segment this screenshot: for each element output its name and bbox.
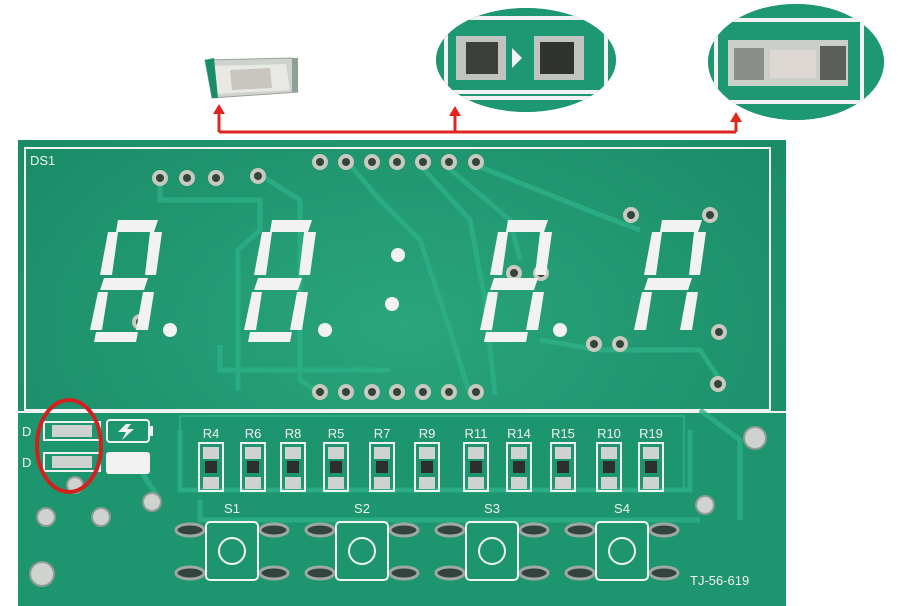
- header-holes-top: [132, 154, 727, 400]
- red-circle-highlight: [35, 398, 103, 494]
- resistor-6: R11: [463, 426, 489, 492]
- resistor-label: R10: [597, 426, 621, 441]
- resistor-label: R5: [328, 426, 345, 441]
- callout-arrowheads: [213, 104, 742, 122]
- resistor-label: R8: [285, 426, 302, 441]
- soldered-led-closeup: [708, 4, 884, 120]
- smd-led-component: [204, 57, 299, 99]
- resistor-label: R14: [507, 426, 531, 441]
- led-label-1: D: [22, 424, 31, 439]
- switch-3: S3: [434, 501, 550, 581]
- resistor-0: R4: [198, 426, 224, 492]
- battery-bolt-icon: [106, 419, 153, 443]
- resistor-label: R11: [465, 426, 488, 441]
- resistor-label: R6: [245, 426, 262, 441]
- resistor-9: R10: [596, 426, 622, 492]
- led-label-2: D: [22, 455, 31, 470]
- resistor-label: R7: [374, 426, 391, 441]
- led-footprints: [35, 398, 153, 494]
- switch-label: S4: [614, 501, 630, 516]
- switch-1: S1: [174, 501, 290, 581]
- resistor-7: R14: [506, 426, 532, 492]
- resistor-label: R19: [639, 426, 663, 441]
- resistor-3: R5: [323, 426, 349, 492]
- switch-label: S2: [354, 501, 370, 516]
- footprint-closeup-1: [436, 8, 616, 112]
- switch-label: S1: [224, 501, 240, 516]
- resistor-label: R15: [551, 426, 575, 441]
- resistor-array: R4 R6 R8 R5 R7 R9 R11 R14 R15 R10 R19: [198, 426, 664, 492]
- display-label: DS1: [30, 153, 55, 168]
- resistor-label: R9: [419, 426, 436, 441]
- resistor-4: R7: [369, 426, 395, 492]
- resistor-label: R4: [203, 426, 220, 441]
- callout-connector: [217, 112, 738, 134]
- resistor-5: R9: [414, 426, 440, 492]
- switch-2: S2: [304, 501, 420, 581]
- switch-label: S3: [484, 501, 500, 516]
- resistor-1: R6: [240, 426, 266, 492]
- switch-array: S1 S2 S3 S4: [174, 501, 680, 581]
- switch-4: S4: [564, 501, 680, 581]
- resistor-10: R19: [638, 426, 664, 492]
- model-label: TJ-56-619: [690, 573, 749, 588]
- mounting-holes: [29, 426, 767, 587]
- resistor-8: R15: [550, 426, 576, 492]
- seven-segment-display: [90, 220, 706, 342]
- resistor-2: R8: [280, 426, 306, 492]
